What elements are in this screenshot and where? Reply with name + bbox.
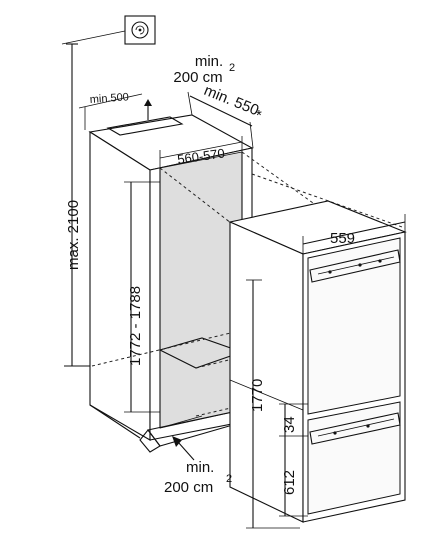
lower-door-label: 612 (281, 470, 298, 495)
bottom-vent-area-label: 200 cm (164, 479, 213, 496)
niche-width-label: 560-570 (176, 145, 225, 166)
top-vent-superscript: 2 (229, 62, 235, 74)
top-vent-min-label: min. (195, 53, 223, 70)
niche-width-dimension-line (159, 136, 243, 168)
ventilation-symbol-icon (124, 15, 156, 45)
appliance-height-dimension-line (246, 279, 300, 529)
depth-min-550-dimension-line (187, 91, 254, 149)
cabinet-housing (88, 114, 254, 453)
depth-min-500-label: min.500 (89, 91, 129, 106)
max-height-label: max. 2100 (65, 200, 82, 270)
depth-min-550-asterisk: * (256, 107, 262, 124)
appliance-fridge (228, 200, 407, 523)
bottom-vent-min-label: min. (186, 459, 214, 476)
appliance-height-label: 1770 (249, 379, 266, 412)
depth-min-550-label: min. 550 (202, 82, 262, 119)
vent-bottom-arrow-icon (172, 436, 195, 461)
bottom-vent-superscript: 2 (226, 473, 232, 485)
door-gap-dimension-line (279, 403, 308, 437)
top-vent-area-label: 200 cm (173, 69, 222, 86)
niche-height-label: 1772 - 1788 (127, 286, 144, 366)
appliance-width-dimension-line (302, 214, 406, 254)
appliance-width-label: 559 (330, 230, 355, 247)
niche-height-dimension-line (124, 181, 160, 413)
depth-min-500-dimension-line (78, 93, 143, 130)
vent-up-arrow-icon (144, 99, 152, 120)
lower-door-dimension-line (279, 436, 308, 517)
upper-door (307, 237, 401, 415)
door-gap-label: 34 (281, 416, 298, 433)
lower-door (307, 401, 401, 515)
